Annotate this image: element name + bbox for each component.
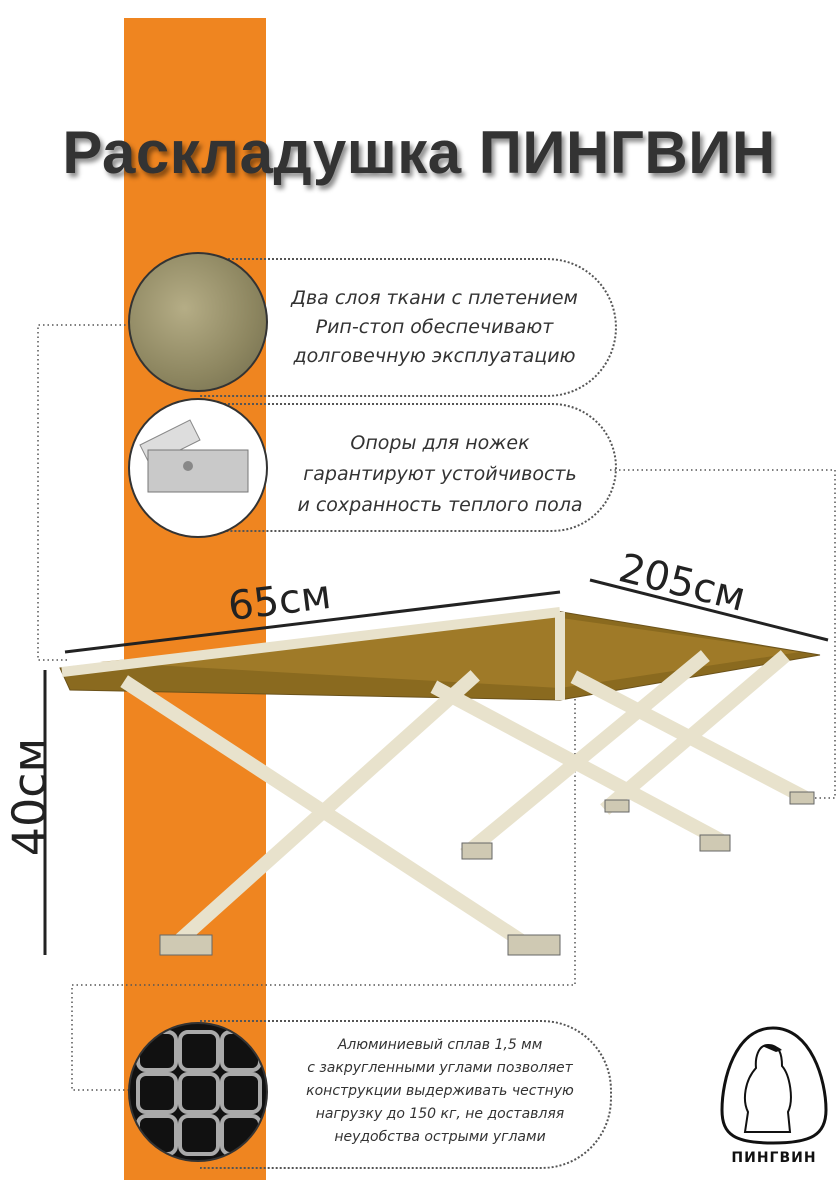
text-line: конструкции выдерживать честную [306,1083,574,1099]
text-line: нагрузку до 150 кг, не доставляя [315,1106,565,1122]
page-title: Раскладушка ПИНГВИН [62,119,776,186]
text-line: Опоры для ножек [350,432,530,454]
text-line: Рип-стоп обеспечивают [315,316,554,338]
text-line: долговечную эксплуатацию [293,345,576,367]
feature-text-feet: Опоры для ножек гарантируют устойчивость… [265,428,615,521]
feature-bubble-feet [200,403,617,532]
text-line: и сохранность теплого пола [297,494,583,516]
fabric-photo [128,252,268,392]
text-line: с закругленными углами позволяет [307,1060,573,1076]
text-line: Два слоя ткани с плетением [291,287,578,309]
feature-text-fabric: Два слоя ткани с плетением Рип-стоп обес… [262,284,607,371]
foot-support-icon [139,419,249,493]
text-line: гарантируют устойчивость [303,463,577,485]
feature-bubble-frame [200,1020,612,1169]
aluminium-profile-photo [128,1022,268,1162]
feature-bubble-fabric [200,258,617,397]
logo-label: ПИНГВИН [731,1150,817,1166]
orange-stripe [124,18,266,1180]
text-line: неудобства острыми углами [334,1129,546,1145]
profile-icon [136,1030,262,1156]
feature-text-frame: Алюминиевый сплав 1,5 мм с закругленными… [280,1034,600,1149]
foot-support-photo [128,398,268,538]
text-line: Алюминиевый сплав 1,5 мм [337,1037,543,1053]
